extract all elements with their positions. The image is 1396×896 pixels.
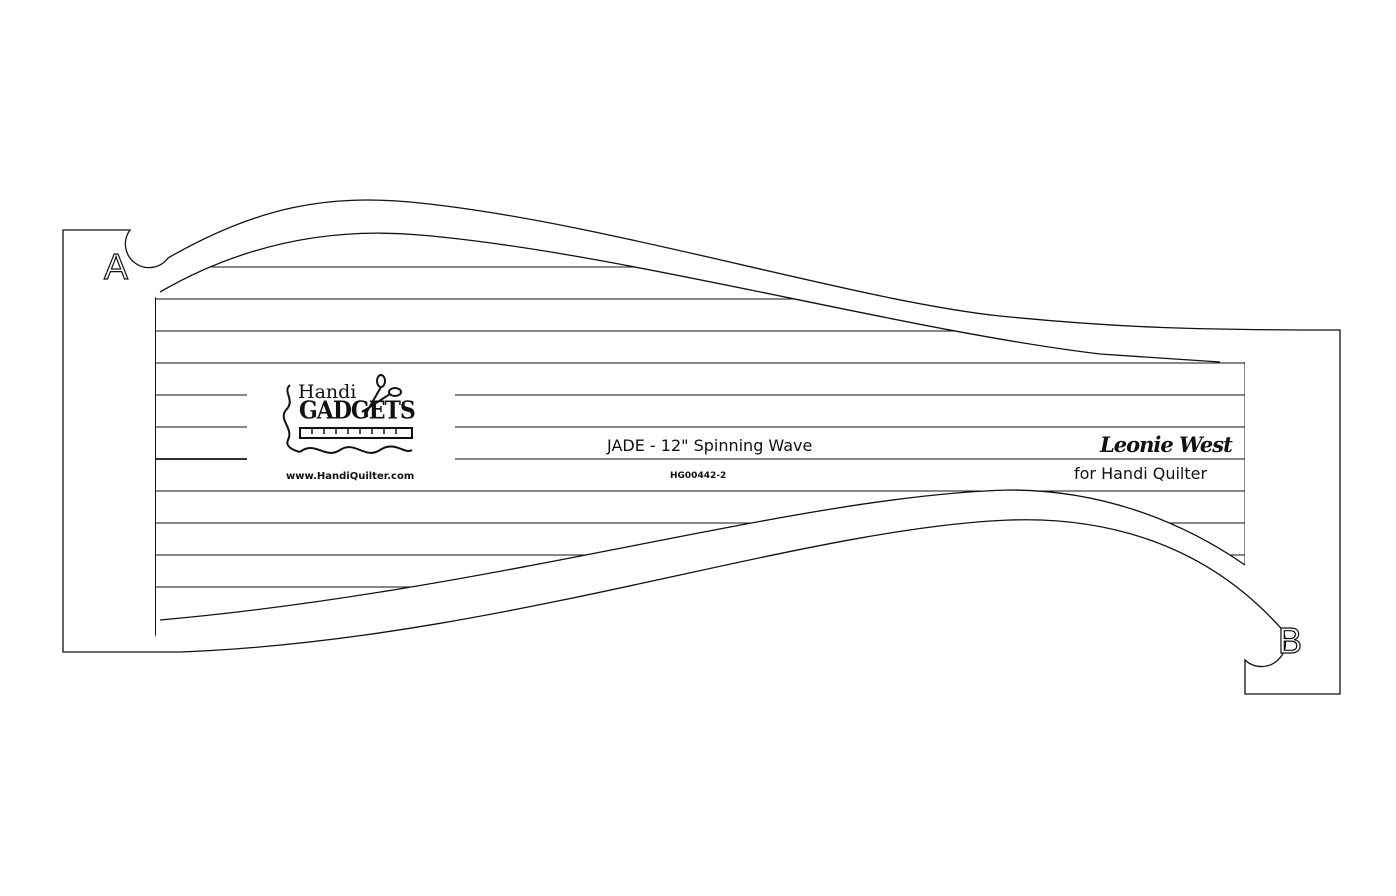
designer-signature: Leonie West <box>1100 432 1233 457</box>
handi-gadgets-logo-art <box>282 374 413 454</box>
corner-label-a: A <box>104 246 128 287</box>
designer-credit: for Handi Quilter <box>1074 464 1208 483</box>
scissors-icon <box>361 374 402 416</box>
ruler-icon <box>299 427 413 439</box>
logo-handi: Handi <box>298 381 357 403</box>
logo-gadgets: GADGETS <box>299 396 416 426</box>
corner-label-b: B <box>1278 620 1302 661</box>
website-link: www.HandiQuilter.com <box>286 471 415 482</box>
product-code: HG00442-2 <box>670 471 727 481</box>
inner-top-curve <box>159 232 1221 363</box>
thread-icon <box>282 384 301 453</box>
inner-bottom-curve <box>159 489 1246 621</box>
product-title: JADE - 12" Spinning Wave <box>607 436 813 455</box>
ruler-outline <box>62 199 1341 695</box>
